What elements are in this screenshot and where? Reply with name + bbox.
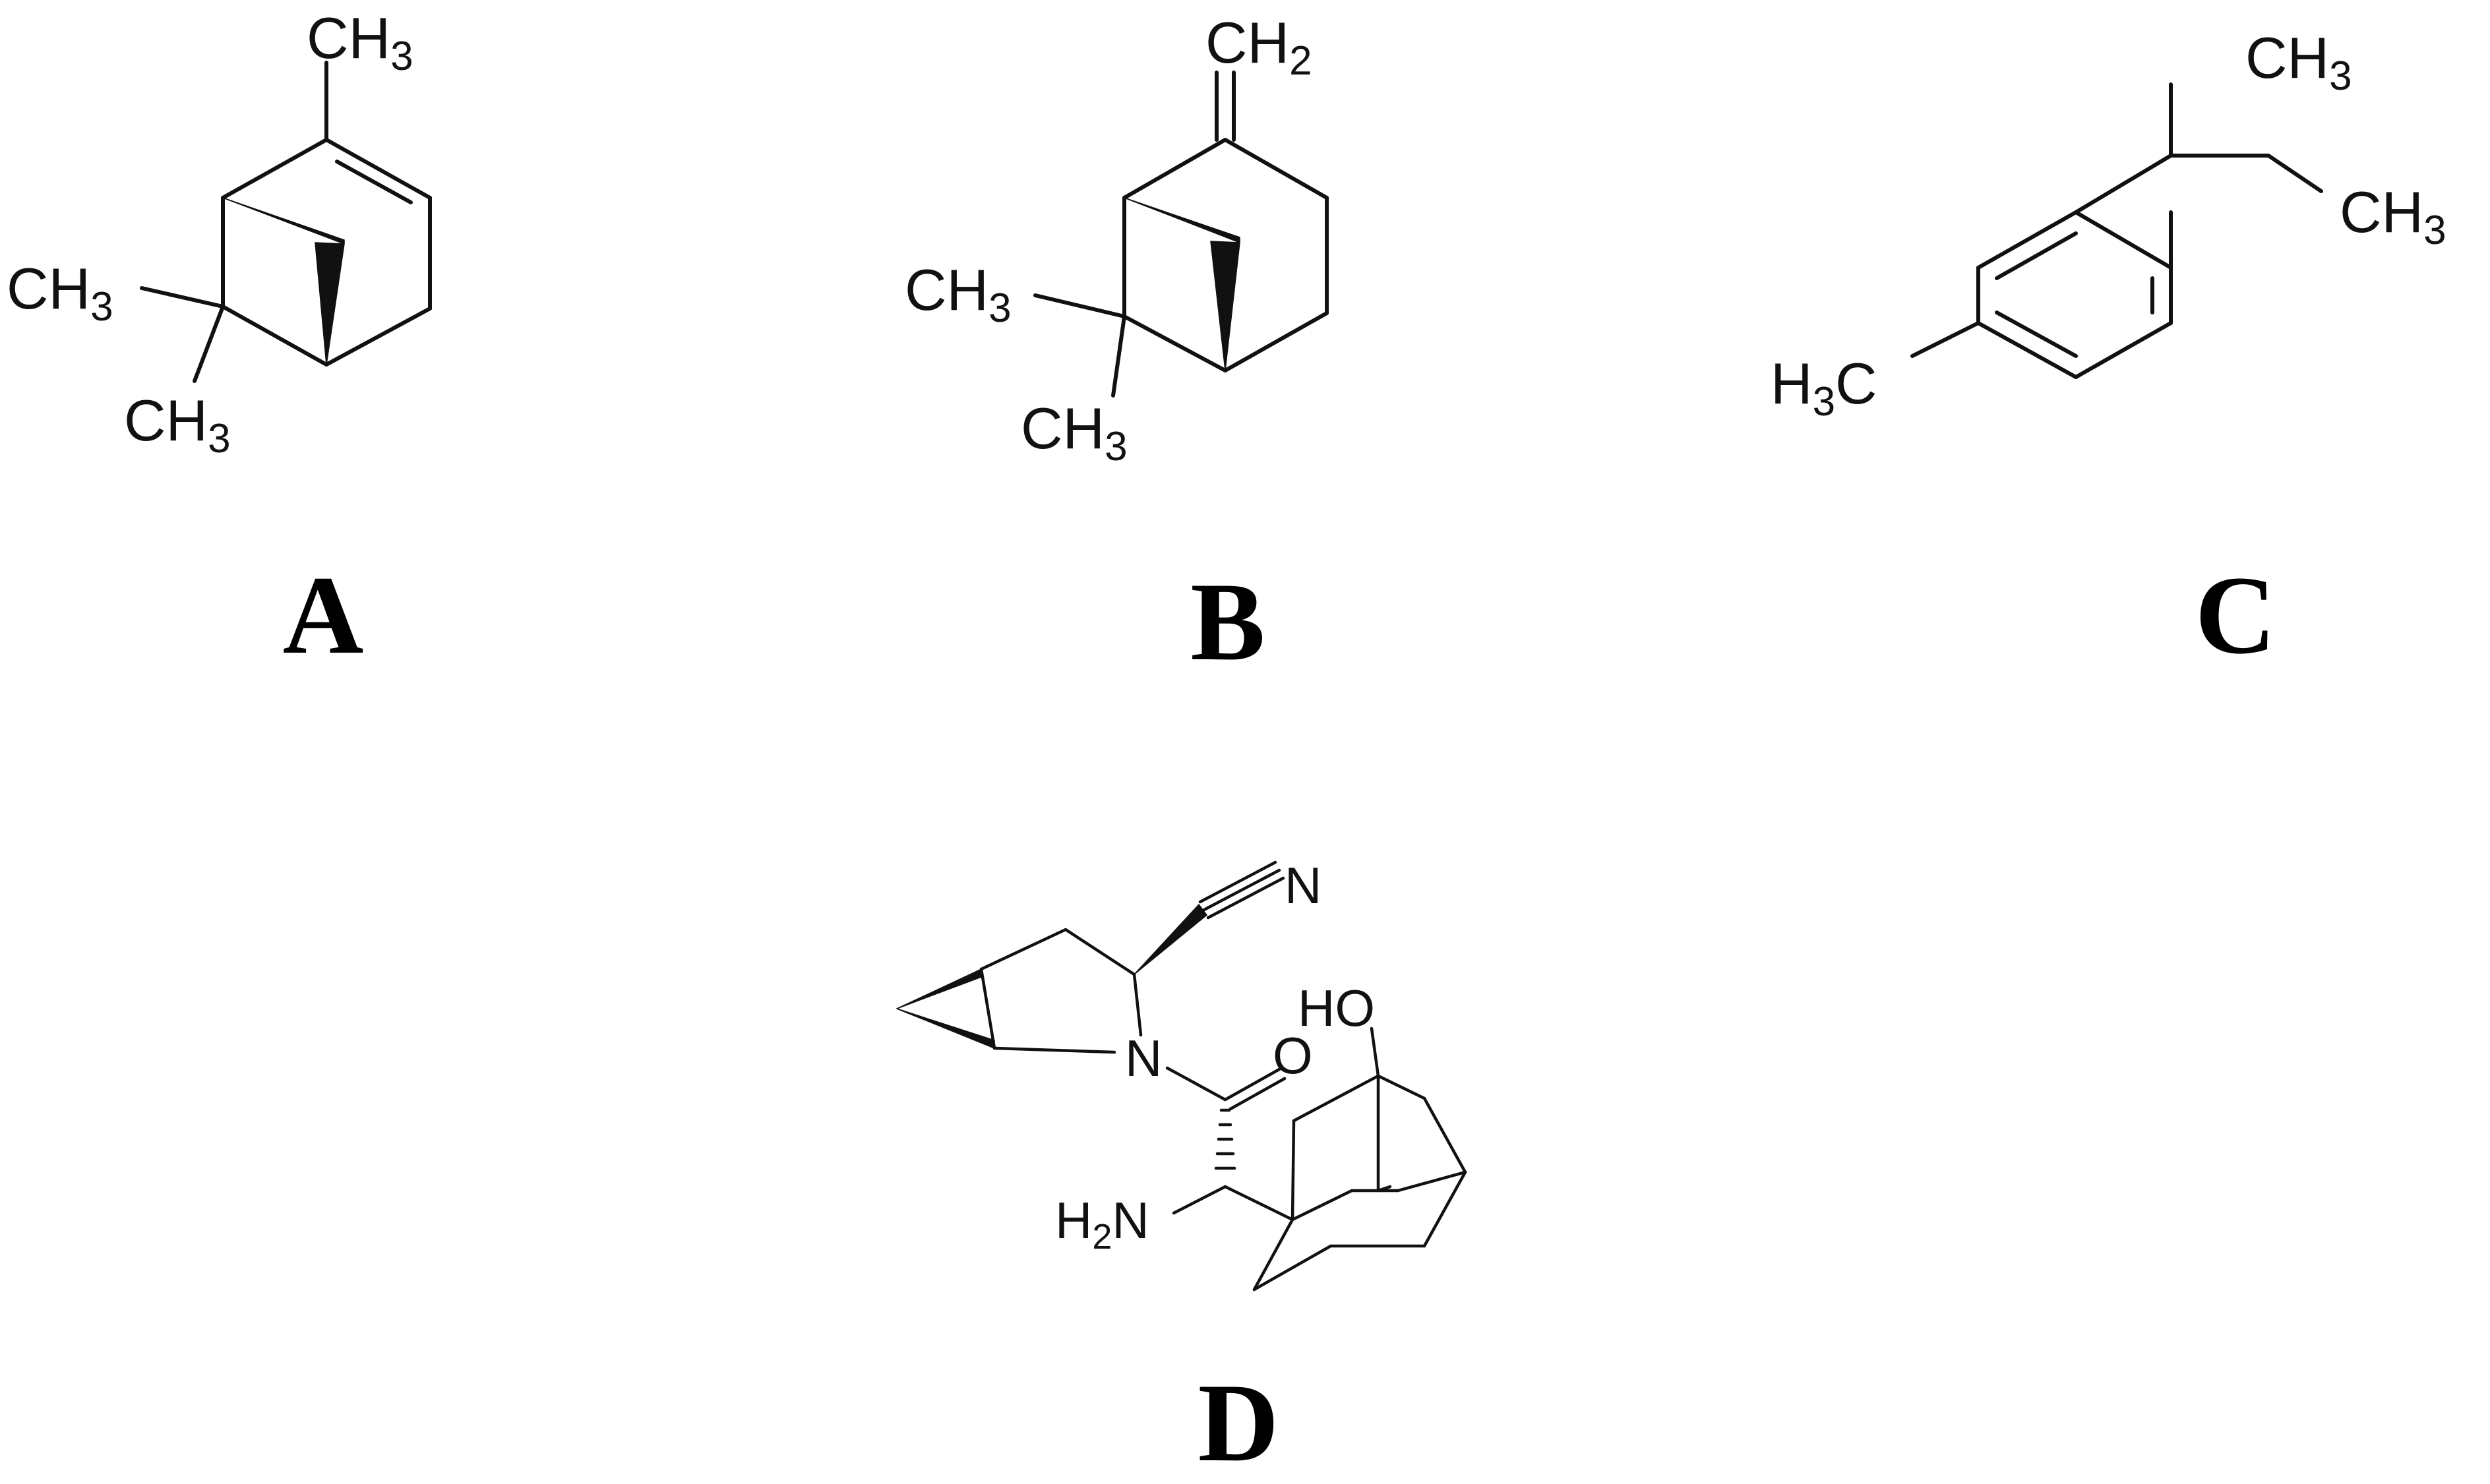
structure-d-hashed-bond	[1214, 1108, 1236, 1170]
panel-label-b: B	[1190, 560, 1265, 684]
structure-a: CH3 CH3 CH3 A	[7, 5, 432, 677]
structure-b: CH2 CH3 CH3 B	[905, 10, 1329, 684]
structure-b-methyl-bottom: CH3	[1021, 396, 1128, 469]
structure-d-amine: H2N	[1055, 1191, 1149, 1257]
structure-c-methyl-left: H3C	[1771, 351, 1877, 425]
structure-c-methyl-right: CH3	[2340, 179, 2446, 253]
structure-b-methyl-left: CH3	[905, 257, 1012, 331]
structure-a-methyl-bottom: CH3	[124, 388, 231, 461]
structure-c-bonds	[1910, 82, 2323, 379]
panel-label-d: D	[1198, 1361, 1279, 1484]
structure-d-hydroxyl: HO	[1298, 979, 1375, 1037]
structure-d-ring-n: N	[1125, 1029, 1162, 1087]
structure-d: N N O HO H2N D	[896, 856, 1467, 1484]
panel-label-c: C	[2195, 553, 2276, 677]
structure-a-methyl-left: CH3	[7, 256, 113, 330]
structure-d-carbonyl-o: O	[1273, 1026, 1313, 1084]
structure-b-bonds	[1033, 71, 1329, 398]
structure-b-wedges	[1124, 197, 1240, 371]
panel-label-a: A	[283, 553, 364, 677]
structure-a-wedges	[222, 197, 345, 365]
structure-c: CH3 CH3 H3C C	[1771, 25, 2446, 677]
structure-b-methylene-top: CH2	[1205, 10, 1312, 84]
structure-a-bonds	[140, 61, 432, 383]
structure-d-wedges	[896, 904, 1207, 1049]
structure-d-bonds	[979, 860, 1467, 1291]
structure-a-methyl-top: CH3	[307, 5, 413, 79]
structure-d-nitrile-n: N	[1285, 856, 1321, 914]
structure-c-methyl-top: CH3	[2245, 25, 2352, 99]
